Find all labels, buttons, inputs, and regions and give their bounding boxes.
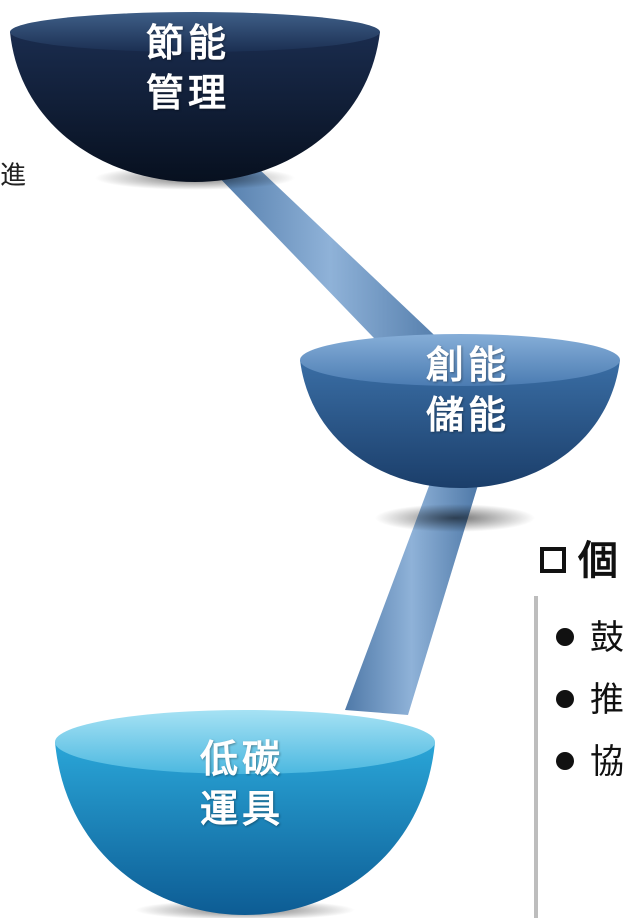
dot-bullet-icon <box>556 751 574 770</box>
bullet-item: 鼓 <box>556 610 623 659</box>
section-heading-text: 個 <box>578 538 618 584</box>
connector-top-to-middle <box>210 168 450 365</box>
bullet-item-text: 協 <box>590 742 623 782</box>
bottom-bowl-rim <box>55 710 435 774</box>
bullet-item: 協 <box>556 734 623 783</box>
bullet-item-text: 推 <box>590 680 623 720</box>
top-bowl-rim <box>10 12 380 52</box>
square-bullet-icon <box>540 547 566 573</box>
bottom-bowl-label: 低碳 運具 <box>199 737 284 831</box>
middle-bowl-shadow <box>375 504 535 532</box>
middle-bowl-rim <box>300 334 620 386</box>
side-text-fragment: 進 <box>0 161 27 191</box>
bullet-item-text: 鼓 <box>590 618 623 658</box>
connector-middle-to-bottom <box>345 478 478 715</box>
dot-bullet-icon <box>556 689 574 708</box>
bottom-bowl <box>55 742 435 915</box>
middle-bowl-label: 創能 儲能 <box>425 343 510 437</box>
section-heading: 個 <box>540 528 618 586</box>
bullet-item: 推 <box>556 672 623 721</box>
middle-bowl <box>300 360 620 488</box>
top-bowl-label: 節能 管理 <box>145 21 230 115</box>
dot-bullet-icon <box>556 627 574 646</box>
top-bowl <box>10 32 380 182</box>
